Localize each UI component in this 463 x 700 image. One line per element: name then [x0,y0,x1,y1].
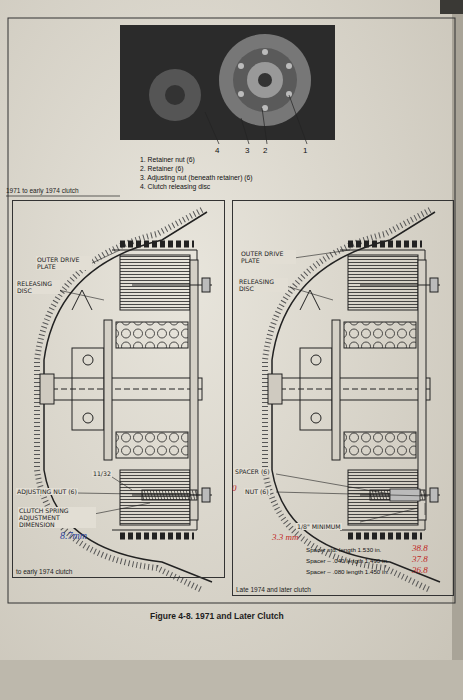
panel-caption: Late 1974 and later clutch [236,586,311,593]
part-label: 11/32 [92,470,112,477]
part-label: OUTER DRIVE PLATE [240,250,296,264]
note-text: 2. Retainer (6) [140,165,183,173]
part-label: CLUTCH SPRING ADJUSTMENT DIMENSION [18,507,96,528]
note-text: 1971 to early 1974 clutch [6,187,79,194]
callout-number: 4 [215,146,219,155]
part-label: RELEASING DISC [16,280,60,294]
note-text: Spacer – .040 length 1.490 in. [306,557,389,564]
handwritten-note: 36.8 [412,565,428,575]
part-label: NUT (6) [244,488,270,495]
callout-number: 1 [303,146,307,155]
handwritten-note: 8.7mm [60,530,87,542]
handwritten-note: 37.8 [412,554,428,564]
part-label: OUTER DRIVE PLATE [36,256,92,270]
handwritten-note: 0 [232,483,237,493]
part-label: ADJUSTING NUT (6) [16,488,78,495]
part-label: 1/8" MINIMUM [296,523,342,530]
figure-caption: Figure 4-8. 1971 and Later Clutch [150,612,284,622]
panel-caption: to early 1974 clutch [16,568,72,575]
part-label: RELEASING DISC [238,278,288,292]
note-text: 1. Retainer nut (6) [140,156,195,164]
part-label: SPACER (6) [234,468,271,475]
handwritten-note: 3.3 mm [272,532,299,542]
note-text: Spacer std. length 1.530 in. [306,546,381,553]
note-text: 4. Clutch releasing disc [140,183,210,191]
note-text: Spacer – .080 length 1.450 in. [306,568,389,575]
handwritten-note: 38.8 [412,543,428,553]
callout-number: 3 [245,146,249,155]
note-text: 3. Adjusting nut (beneath retainer) (6) [140,174,253,182]
callout-number: 2 [263,146,267,155]
